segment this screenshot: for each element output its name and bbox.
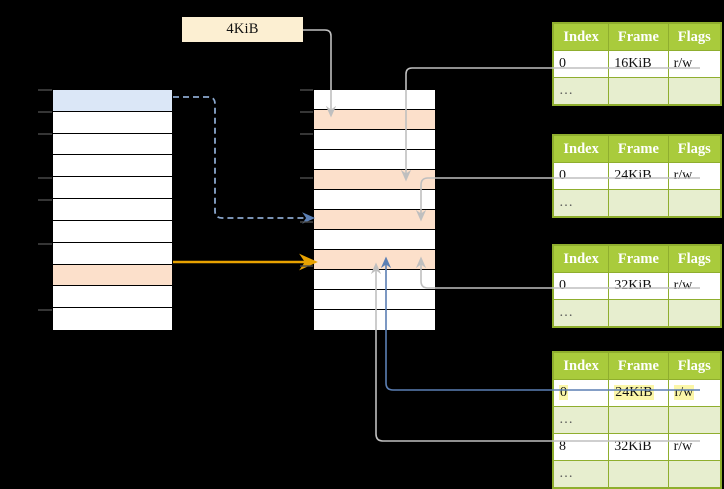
cell-flags: [667, 460, 722, 488]
cell-frame: 24KiB: [608, 379, 669, 407]
cell-index: …: [552, 189, 610, 217]
column-header-flags: Flags: [667, 352, 722, 380]
column-header-index: Index: [552, 135, 610, 163]
column-header-frame: Frame: [608, 352, 669, 380]
cell-frame: [608, 77, 669, 105]
highlighted-value: 0: [559, 385, 568, 400]
physical-column-tick-marks: [300, 89, 313, 267]
table-row-ellipsis[interactable]: …: [552, 460, 722, 488]
virtual-memory-row-8[interactable]: [53, 264, 172, 287]
physical-memory-row-0[interactable]: [314, 90, 435, 110]
virtual-memory-row-1[interactable]: [53, 111, 172, 134]
physical-memory-row-9[interactable]: [314, 269, 435, 290]
column-header-frame: Frame: [608, 135, 669, 163]
physical-memory-row-11[interactable]: [314, 309, 435, 330]
virtual-memory-column: [52, 89, 173, 331]
cell-frame: [608, 299, 669, 327]
virtual-memory-row-9[interactable]: [53, 286, 172, 309]
highlighted-value: 24KiB: [614, 385, 654, 400]
virtual-memory-row-7[interactable]: [53, 242, 172, 265]
virtual-memory-row-10[interactable]: [53, 308, 172, 330]
virtual-memory-row-5[interactable]: [53, 199, 172, 221]
column-header-frame: Frame: [608, 23, 669, 51]
column-header-index: Index: [552, 245, 610, 273]
cell-frame: [608, 460, 669, 488]
cell-index: 0: [552, 379, 610, 407]
table-row-ellipsis[interactable]: …: [552, 189, 722, 217]
table-row[interactable]: 0 24KiB r/w: [552, 379, 722, 407]
cell-flags: r/w: [667, 433, 722, 461]
column-header-index: Index: [552, 23, 610, 51]
cell-index: …: [552, 77, 610, 105]
cell-flags: [667, 406, 722, 434]
virtual-memory-row-3[interactable]: [53, 155, 172, 178]
cell-frame: 32KiB: [608, 433, 669, 461]
cell-index: 0: [552, 50, 610, 78]
physical-memory-row-5[interactable]: [314, 189, 435, 210]
column-header-flags: Flags: [667, 245, 722, 273]
virtual-memory-row-2[interactable]: [53, 133, 172, 156]
physical-memory-row-7[interactable]: [314, 229, 435, 250]
virtual-column-tick-marks: [38, 89, 52, 311]
cell-flags: r/w: [667, 272, 722, 300]
physical-memory-row-1[interactable]: [314, 109, 435, 130]
physical-memory-column: [313, 89, 436, 331]
cell-frame: 32KiB: [608, 272, 669, 300]
physical-memory-row-8[interactable]: [314, 249, 435, 270]
virtual-memory-row-4[interactable]: [53, 177, 172, 200]
cell-index: 0: [552, 272, 610, 300]
cell-index: …: [552, 299, 610, 327]
size-label-4kib: 4KiB: [182, 17, 303, 42]
cell-index: 8: [552, 433, 610, 461]
wire-virtual-row-0-to-physical-row-6: [173, 96, 316, 224]
physical-memory-row-4[interactable]: [314, 169, 435, 190]
column-header-flags: Flags: [667, 23, 722, 51]
cell-index: …: [552, 460, 610, 488]
cell-frame: [608, 189, 669, 217]
physical-memory-row-3[interactable]: [314, 149, 435, 170]
cell-index: 0: [552, 162, 610, 190]
cell-flags: [667, 189, 722, 217]
virtual-memory-row-0[interactable]: [53, 90, 172, 112]
cell-index: …: [552, 406, 610, 434]
table-row-ellipsis[interactable]: …: [552, 299, 722, 327]
cell-frame: 24KiB: [608, 162, 669, 190]
cell-flags: r/w: [667, 50, 722, 78]
cell-flags: r/w: [667, 379, 722, 407]
physical-memory-row-2[interactable]: [314, 129, 435, 150]
physical-memory-row-6[interactable]: [314, 209, 435, 230]
physical-memory-row-10[interactable]: [314, 289, 435, 310]
virtual-memory-row-6[interactable]: [53, 220, 172, 243]
column-header-flags: Flags: [667, 135, 722, 163]
table-row-ellipsis[interactable]: …: [552, 77, 722, 105]
cell-flags: [667, 77, 722, 105]
cell-frame: 16KiB: [608, 50, 669, 78]
column-header-frame: Frame: [608, 245, 669, 273]
cell-flags: r/w: [667, 162, 722, 190]
cell-frame: [608, 406, 669, 434]
cell-flags: [667, 299, 722, 327]
table-row-ellipsis[interactable]: …: [552, 406, 722, 434]
highlighted-value: r/w: [673, 385, 695, 400]
column-header-index: Index: [552, 352, 610, 380]
